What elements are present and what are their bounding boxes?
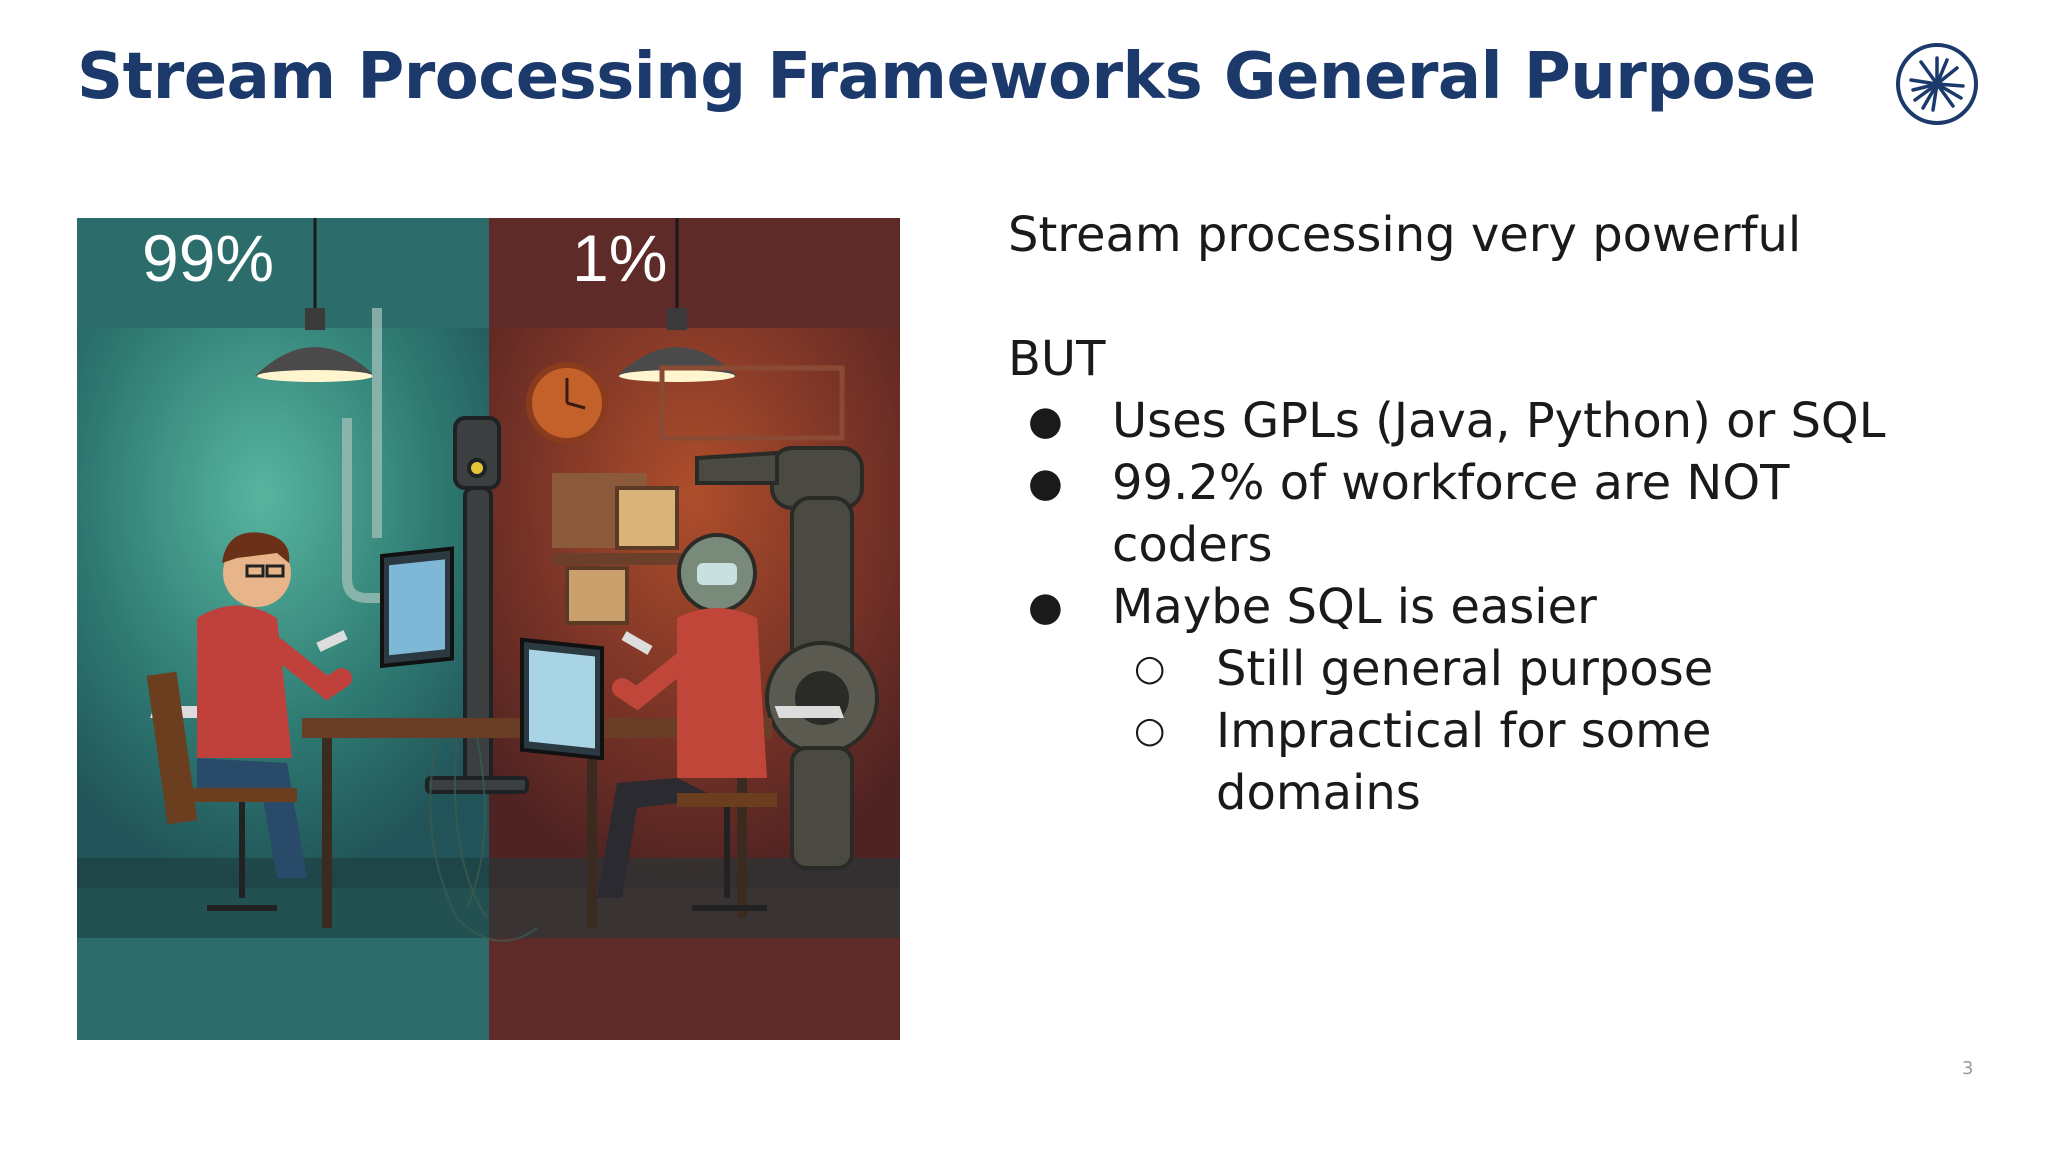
robot-arm-icon — [695, 446, 879, 870]
bullet-list: ● Uses GPLs (Java, Python) or SQL ● 99.2… — [1008, 390, 2008, 824]
bullet-text: Uses GPLs (Java, Python) or SQL — [1112, 393, 1886, 449]
intro-text: Stream processing very powerful — [1008, 207, 1802, 263]
sub-bullet-text-continued: domains — [1216, 765, 1421, 821]
programmer-icon — [146, 532, 352, 911]
slide-title: Stream Processing Frameworks General Pur… — [77, 40, 1816, 114]
sub-bullet-list: ○ Still general purpose ○ Impractical fo… — [1112, 638, 2008, 824]
lamp-left-icon — [255, 218, 375, 382]
but-heading: BUT — [1008, 331, 1106, 387]
robot-tower-icon — [425, 416, 529, 794]
bullet-item: ● Uses GPLs (Java, Python) or SQL — [1008, 390, 2008, 452]
sub-bullet-item: ○ Still general purpose — [1112, 638, 2008, 700]
monitor-left-icon — [380, 546, 454, 669]
bullet-circle-icon: ○ — [1134, 648, 1166, 689]
sub-bullet-text: Impractical for some — [1216, 703, 1712, 759]
bullet-text-continued: coders — [1112, 517, 1273, 573]
sub-bullet-text: Still general purpose — [1216, 641, 1714, 697]
bullet-dot-icon: ● — [1028, 584, 1063, 630]
robot-coder-icon — [597, 533, 777, 911]
percentage-label-humans: 99% — [142, 221, 275, 295]
content-text: Stream processing very powerful BUT ● Us… — [1008, 204, 2008, 824]
sub-bullet-item: ○ Impractical for some domains — [1112, 700, 2008, 824]
bullet-dot-icon: ● — [1028, 398, 1063, 444]
bullet-item: ● Maybe SQL is easier ○ Still general pu… — [1008, 576, 2008, 824]
bullet-item: ● 99.2% of workforce are NOT coders — [1008, 452, 2008, 576]
bullet-dot-icon: ● — [1028, 460, 1063, 506]
bullet-text: Maybe SQL is easier — [1112, 579, 1597, 635]
illustration-programmer-vs-robot: 99% 1% — [77, 218, 900, 1040]
spacer — [1008, 266, 2008, 328]
monitor-right-icon — [520, 637, 604, 761]
page-number: 3 — [1962, 1058, 1974, 1079]
percentage-label-coders: 1% — [572, 221, 668, 295]
bullet-text: 99.2% of workforce are NOT — [1112, 455, 1790, 511]
starburst-logo-icon — [1895, 42, 1979, 126]
bullet-circle-icon: ○ — [1134, 710, 1166, 751]
